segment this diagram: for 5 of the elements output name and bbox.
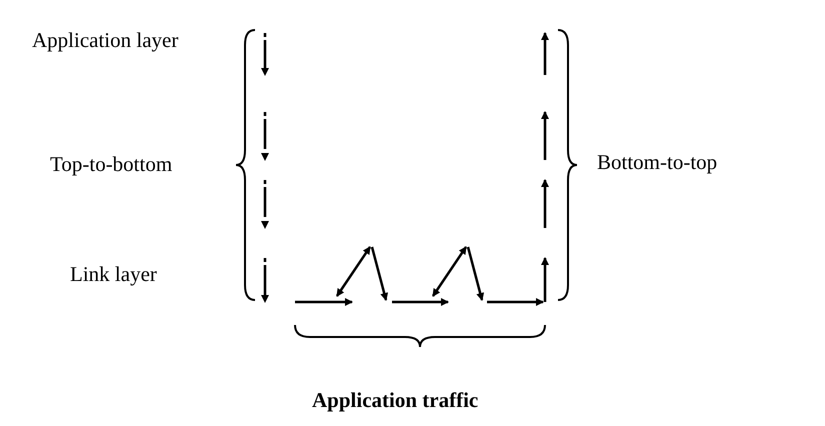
text-label: Link layer bbox=[70, 262, 157, 287]
text-label: Application layer bbox=[32, 28, 178, 53]
caption: Application traffic bbox=[312, 388, 478, 413]
text-label: Bottom-to-top bbox=[597, 150, 718, 175]
text-label: Top-to-bottom bbox=[50, 152, 172, 177]
